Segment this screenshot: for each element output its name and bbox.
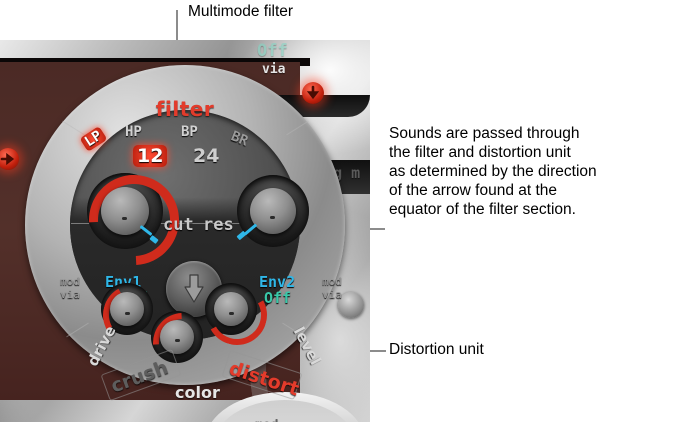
filter-mode-button-group: LP HP BP BR: [73, 123, 297, 152]
right-mod-via-labels: mod via: [322, 275, 342, 301]
drive-knob-indicator: [125, 312, 130, 315]
distortion-mode-color[interactable]: color: [175, 383, 220, 402]
filter-slope-12[interactable]: 12: [133, 145, 168, 167]
drive-knob-cap: [110, 292, 144, 326]
resonance-knob-cap: [250, 188, 296, 234]
annotation-signal-flow: Sounds are passed through the filter and…: [389, 125, 597, 218]
filter-mode-hp[interactable]: HP: [125, 124, 142, 140]
background-bottom-dial-inner: [214, 400, 356, 422]
filter-slope-24[interactable]: 24: [193, 145, 220, 167]
peripheral-small-knob[interactable]: [338, 292, 364, 318]
color-knob-cap: [160, 320, 194, 354]
color-knob[interactable]: [140, 300, 226, 386]
drive-knob[interactable]: [95, 277, 171, 353]
section-divider-lower-left: [66, 322, 89, 338]
cutoff-label: cut: [163, 215, 194, 235]
level-knob[interactable]: [199, 277, 275, 353]
annotation-multimode-filter: Multimode filter: [188, 3, 294, 20]
left-mod-label: mod: [60, 275, 80, 288]
filter-mode-bp[interactable]: BP: [181, 124, 198, 140]
down-arrow-icon: [306, 85, 320, 100]
dial-equator-divider: [71, 223, 299, 224]
peripheral-off-label: Off: [257, 41, 288, 61]
peripheral-via-label: via: [262, 62, 286, 77]
cutoff-knob[interactable]: [70, 156, 198, 284]
left-mod-via-labels: mod via: [60, 275, 80, 301]
synth-filter-panel: Off via ring m mod Env1 filter LP HP BP …: [0, 40, 370, 422]
right-mod-source-value[interactable]: Env2: [259, 273, 296, 291]
down-arrow-icon: [184, 274, 204, 303]
annotation-distortion-unit: Distortion unit: [389, 341, 484, 358]
routing-button-top[interactable]: [302, 82, 324, 104]
filter-section-title: filter: [155, 97, 215, 121]
right-arrow-icon: [0, 152, 15, 166]
cutoff-knob-indicator: [122, 217, 127, 220]
left-via-label: via: [60, 288, 80, 301]
right-via-label: via: [322, 288, 342, 301]
peripheral-mod-label: mod: [255, 418, 278, 422]
routing-button-left[interactable]: [0, 148, 19, 170]
right-mod-label: mod: [322, 275, 342, 288]
filter-slope-button-group: 12 24: [73, 145, 297, 173]
level-knob-indicator: [229, 312, 234, 315]
right-mod-via-value[interactable]: Off: [264, 289, 292, 307]
resonance-knob-indicator: [270, 216, 275, 219]
color-knob-indicator: [175, 339, 180, 342]
filter-dial-body: filter LP HP BP BR 12 24: [25, 65, 345, 402]
level-knob-cap: [214, 292, 248, 326]
drive-label: drive: [83, 322, 120, 370]
resonance-knob[interactable]: [236, 175, 309, 247]
resonance-label: res: [203, 215, 234, 235]
